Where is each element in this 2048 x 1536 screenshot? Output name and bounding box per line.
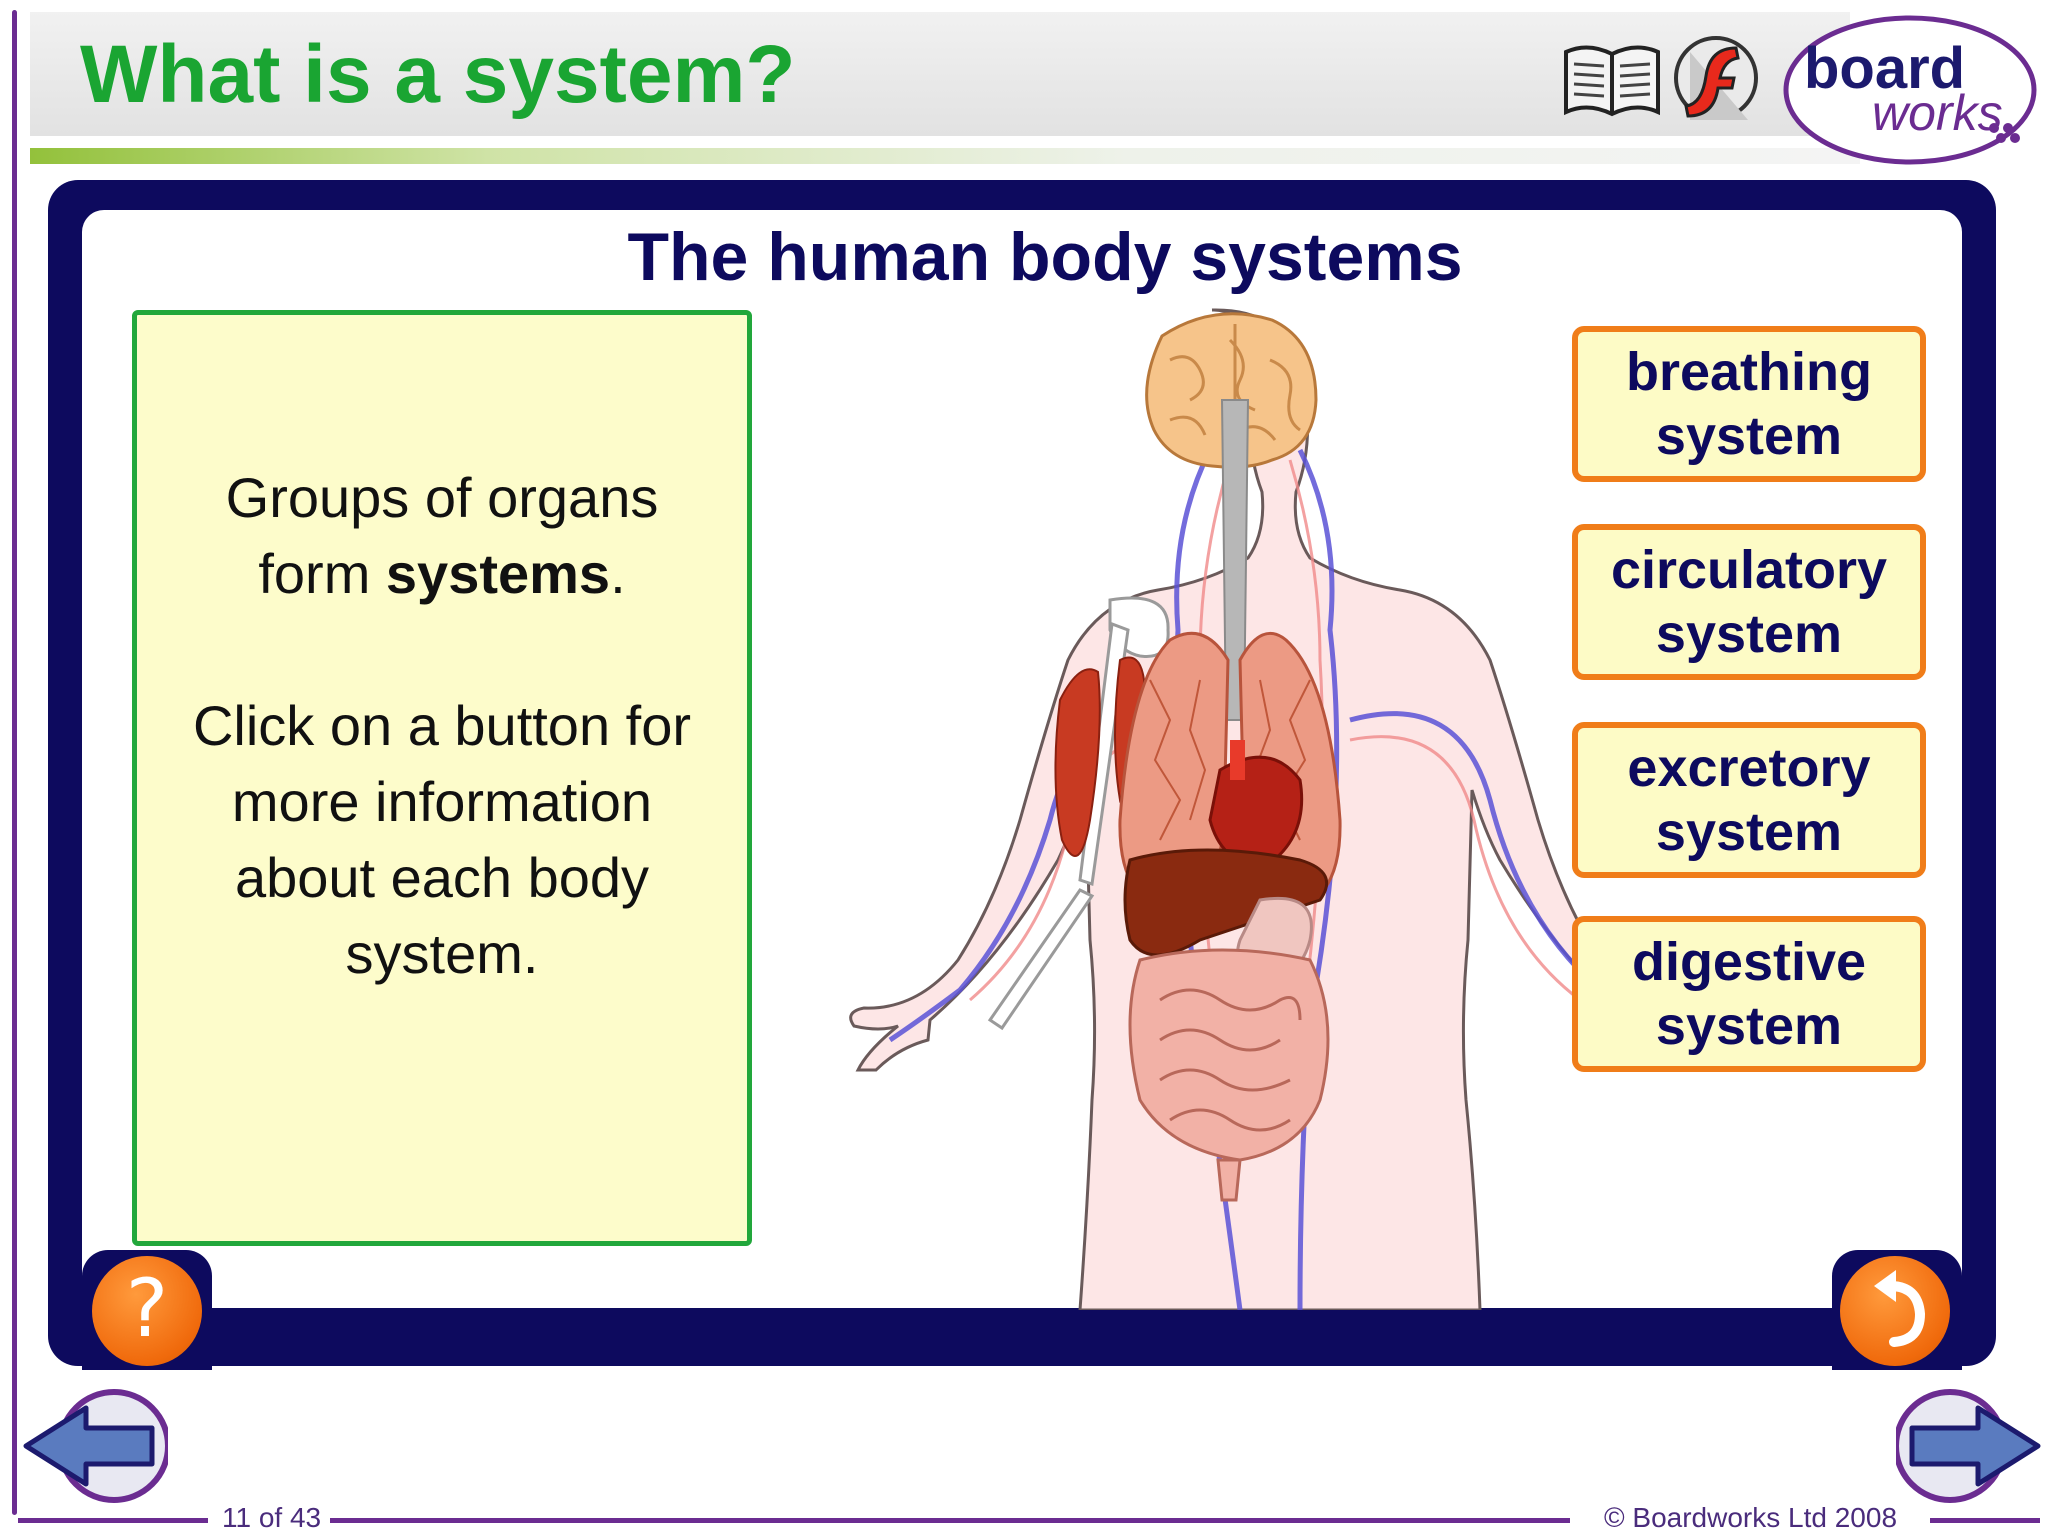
- button-label: system: [1655, 802, 1843, 862]
- info-panel: Groups of organs form systems. Click on …: [132, 310, 752, 1246]
- reset-button[interactable]: [1840, 1256, 1950, 1366]
- svg-text:board: board: [1804, 36, 1965, 101]
- button-label: excretory: [1627, 738, 1871, 798]
- info-line: about each body: [234, 846, 650, 909]
- question-mark-icon: ?: [125, 1262, 169, 1355]
- info-line: Click on a button for: [192, 694, 692, 757]
- button-label: system: [1655, 406, 1843, 466]
- activity-title: The human body systems: [627, 219, 1463, 295]
- svg-text:works: works: [1872, 85, 2003, 141]
- bottom-border-line: [18, 1518, 208, 1523]
- left-border-line: [12, 10, 17, 1515]
- previous-slide-button[interactable]: [22, 1384, 168, 1504]
- help-button[interactable]: ?: [92, 1256, 202, 1366]
- reset-arrow-icon: [1874, 1270, 1926, 1347]
- info-line: more information: [231, 770, 653, 833]
- page-title: What is a system?: [80, 29, 796, 120]
- button-label: system: [1655, 604, 1843, 664]
- button-label: digestive: [1631, 932, 1867, 992]
- title-bar: [30, 12, 1850, 136]
- info-line: Groups of organs: [225, 466, 659, 529]
- info-line: form systems.: [137, 536, 747, 612]
- info-line-text: form: [258, 542, 386, 605]
- flash-icon[interactable]: [1670, 28, 1762, 126]
- info-text: Groups of organs form systems. Click on …: [137, 460, 747, 992]
- boardworks-logo: board works: [1783, 15, 2037, 165]
- info-keyword: systems: [385, 542, 611, 605]
- button-label: circulatory: [1610, 540, 1888, 600]
- title-accent-bar: [30, 148, 1860, 164]
- slide-counter: 11 of 43: [222, 1502, 322, 1533]
- info-line-text: .: [610, 542, 626, 605]
- bottom-border-line: [1930, 1518, 2040, 1523]
- copyright: © Boardworks Ltd 2008: [1604, 1502, 1898, 1533]
- button-label: system: [1655, 996, 1843, 1056]
- button-label: breathing: [1625, 342, 1872, 402]
- book-icon[interactable]: [1560, 34, 1664, 124]
- bottom-border-line: [330, 1518, 1570, 1523]
- info-line: system.: [345, 922, 539, 985]
- human-body-illustration: [849, 308, 1709, 1310]
- next-slide-button[interactable]: [1896, 1384, 2042, 1504]
